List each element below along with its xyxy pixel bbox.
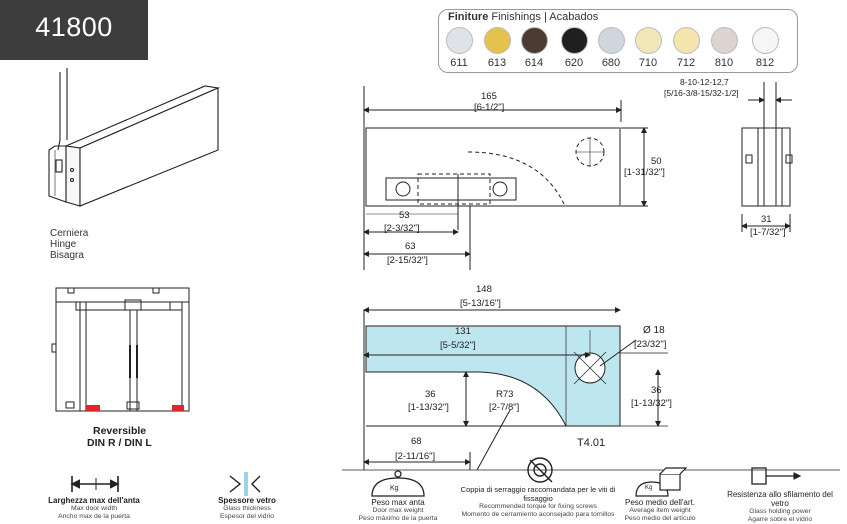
swatch-614 [521,27,548,54]
template-drawing [342,307,840,471]
feature-torque: Coppia di serraggio raccomandata per le … [460,485,616,518]
swatch-code: 810 [714,57,734,69]
swatch-code: 680 [601,57,621,69]
swatch-code: 712 [676,57,696,69]
dim-31: 31 [761,214,772,225]
dim-165-inch: [6-1/2"] [474,102,505,113]
reversible-label: Reversible [93,425,147,437]
dim-36-right-inch: [1-13/32"] [631,398,672,409]
swatch-613 [484,27,511,54]
feature-glass-thickness: Spessore vetro Glass thickness Espesor d… [218,496,276,520]
swatch-812 [752,27,779,54]
finishings-title: Finiture Finishings | Acabados [448,11,599,23]
hinge-3d-view [48,68,220,207]
swatch-611 [446,27,473,54]
dim-148: 148 [476,284,492,295]
swatch-710 [635,27,662,54]
pivot-marker-right [172,405,184,411]
glass-holding-icon [751,467,802,485]
dim-68: 68 [411,436,422,447]
dim-165: 165 [481,91,497,102]
feature-max-weight: Peso max anta Door max weight Peso máxim… [358,498,438,522]
dim-36-right: 36 [651,385,662,396]
dim-53-inch: [2-3/32"] [384,223,420,234]
dim-r73-inch: [2-7/8"] [489,402,520,413]
kg-text-avg: Kg [645,485,653,491]
swatch-680 [598,27,625,54]
average-weight-icon [635,467,688,497]
hinge-label-it: Cerniera [50,228,89,239]
dim-36-left-inch: [1-13/32"] [408,402,449,413]
product-code: 41800 [35,12,113,42]
side-elevation [741,82,793,232]
dim-50: 50 [651,156,662,167]
dim-63: 63 [405,241,416,252]
width-icon [70,476,120,492]
swatch-code: 611 [450,57,468,69]
dim-31-inch: [1-7/32"] [750,227,786,238]
swatch-620 [561,27,588,54]
door-layout-view [51,287,190,412]
feature-glass-holding: Resistenza allo sfilamento del vetro Gla… [727,490,833,523]
dim-53: 53 [399,210,410,221]
swatch-712 [673,27,700,54]
weight-icon [371,470,425,497]
dim-68-inch: [2-11/16"] [395,451,436,462]
kg-text: Kg [390,485,399,492]
glass-thickness-icon [229,472,261,496]
swatch-code: 710 [638,57,658,69]
dim-131: 131 [455,326,471,337]
hinge-label-en: Hinge [50,239,77,250]
product-code-tile [0,0,148,60]
swatch-code: 613 [487,57,507,69]
front-elevation [363,86,648,270]
dim-148-inch: [5-13/16"] [460,298,501,309]
glass-range-inch: [5/16-3/8-15/32-1/2] [664,88,739,98]
template-code: T4.01 [577,437,606,449]
dim-diameter-inch: [23/32"] [634,339,667,350]
swatch-810 [711,27,738,54]
dim-131-inch: [5-5/32"] [440,340,476,351]
swatch-code: 812 [755,57,775,69]
feature-average-weight: Peso medio dell'art. Average item weight… [624,498,696,522]
hinge-label-es: Bisagra [50,250,84,261]
dim-r73: R73 [496,389,514,400]
torque-icon [527,457,553,483]
swatch-code: 614 [524,57,544,69]
dim-36-left: 36 [425,389,436,400]
pivot-marker-left [86,405,100,411]
din-label: DIN R / DIN L [87,437,152,449]
dim-63-inch: [2-15/32"] [387,255,428,266]
dim-diameter: Ø 18 [643,325,665,336]
glass-range: 8-10-12-12,7 [680,77,729,87]
swatch-code: 620 [564,57,584,69]
feature-max-width: Larghezza max dell'anta Max door width A… [48,496,140,520]
dim-50-inch: [1-31/32"] [624,167,665,178]
